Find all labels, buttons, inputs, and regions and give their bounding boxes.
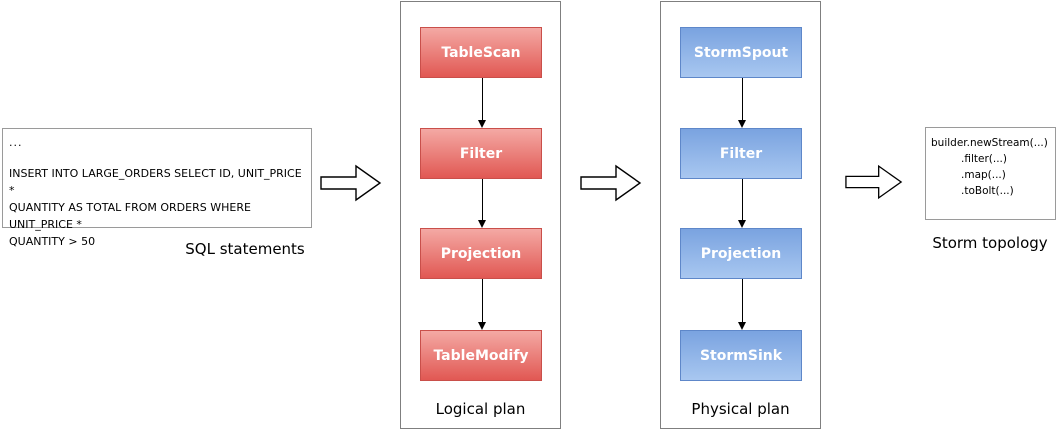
arrow-head-icon	[478, 322, 486, 330]
sql-statement-line-3: QUANTITY > 50	[9, 235, 96, 248]
sql-statements-box: ... INSERT INTO LARGE_ORDERS SELECT ID, …	[2, 128, 312, 248]
node-tablemodify-label: TableModify	[433, 347, 529, 364]
arrow-logical-to-physical-icon	[580, 164, 642, 202]
connector-arrow	[736, 279, 748, 330]
arrow-head-icon	[478, 220, 486, 228]
node-tablescan: TableScan	[420, 27, 542, 78]
arrow-shaft	[741, 78, 743, 120]
arrow-head-icon	[738, 120, 746, 128]
connector-arrow	[476, 179, 488, 228]
node-stormspout: StormSpout	[680, 27, 802, 78]
arrow-shaft	[741, 179, 743, 220]
physical-plan-caption: Physical plan	[691, 400, 790, 418]
node-projection-physical-label: Projection	[700, 245, 782, 262]
sql-statement-line-2: QUANTITY AS TOTAL FROM ORDERS WHERE UNIT…	[9, 201, 251, 231]
topology-code-line-3: .map(...)	[961, 169, 1006, 181]
node-stormsink-label: StormSink	[699, 347, 783, 364]
node-tablescan-label: TableScan	[441, 44, 521, 61]
connector-arrow	[476, 78, 488, 128]
node-filter-logical-label: Filter	[459, 145, 503, 162]
node-filter-physical-label: Filter	[719, 145, 763, 162]
topology-code-line-1: builder.newStream(...)	[931, 137, 1048, 149]
topology-code-line-2: .filter(...)	[961, 153, 1007, 165]
topology-code-line-4: .toBolt(...)	[961, 185, 1014, 197]
arrow-head-icon	[478, 120, 486, 128]
arrow-sql-to-logical-icon	[320, 164, 382, 202]
storm-topology-caption: Storm topology	[932, 234, 1048, 252]
arrow-head-icon	[738, 220, 746, 228]
node-filter-physical: Filter	[680, 128, 802, 179]
node-stormspout-label: StormSpout	[693, 44, 789, 61]
physical-plan-container: StormSpout Filter Projection StormSink P…	[660, 1, 821, 429]
arrow-shaft	[481, 179, 483, 220]
sql-statement-line-1: INSERT INTO LARGE_ORDERS SELECT ID, UNIT…	[9, 167, 302, 197]
node-stormsink: StormSink	[680, 330, 802, 381]
node-tablemodify: TableModify	[420, 330, 542, 381]
arrow-head-icon	[738, 322, 746, 330]
connector-arrow	[736, 179, 748, 228]
connector-arrow	[736, 78, 748, 128]
connector-arrow	[476, 279, 488, 330]
arrow-shaft	[741, 279, 743, 322]
node-projection-logical: Projection	[420, 228, 542, 279]
arrow-shaft	[481, 279, 483, 322]
logical-plan-container: TableScan Filter Projection TableModify …	[400, 1, 561, 429]
sql-ellipsis-line: ...	[9, 136, 23, 149]
storm-topology-box: builder.newStream(...) .filter(...) .map…	[925, 127, 1056, 220]
sql-statements-caption: SQL statements	[185, 240, 305, 258]
node-filter-logical: Filter	[420, 128, 542, 179]
node-projection-logical-label: Projection	[440, 245, 522, 262]
node-projection-physical: Projection	[680, 228, 802, 279]
logical-plan-caption: Logical plan	[435, 400, 526, 418]
arrow-shaft	[481, 78, 483, 120]
arrow-physical-to-topology-icon	[845, 164, 903, 200]
